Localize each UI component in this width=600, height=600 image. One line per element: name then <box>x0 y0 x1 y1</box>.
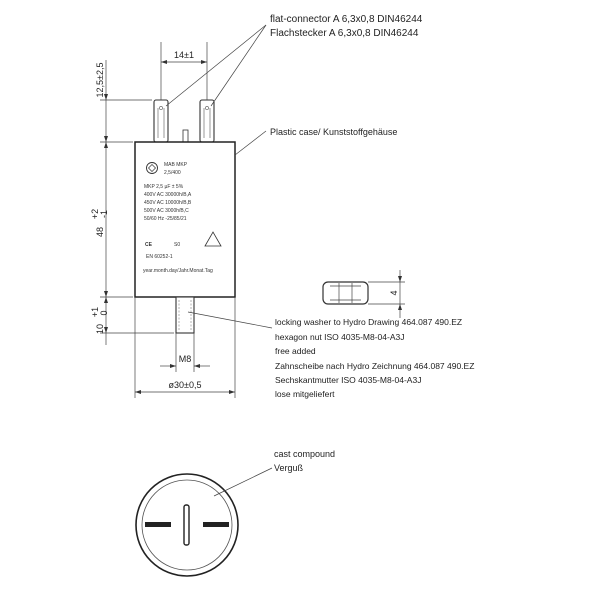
callout-nut-de-2: Sechskantmutter ISO 4035-M8-04-A3J <box>275 375 421 385</box>
approval-triangle-icon <box>204 231 222 247</box>
top-terminal-left <box>145 522 171 527</box>
dim-terminal-height: 12,5±2,5 <box>95 60 152 143</box>
ce-mark: CE <box>145 242 153 248</box>
leader-stud <box>187 311 273 329</box>
leader-connector-left <box>165 24 267 107</box>
dim-terminal-spacing: 14±1 <box>160 42 208 100</box>
plastic-case-body <box>134 141 236 298</box>
hex-nut-detail: 4 <box>322 270 405 318</box>
dim-stud-length: 10 +1 0 <box>90 297 174 345</box>
case-line-5: 50/60 Hz -25/85/21 <box>144 216 187 222</box>
case-line-1: MKP 2,5 µF ± 5% <box>144 184 184 190</box>
dim-thread: M8 <box>160 333 210 372</box>
dim-body-height-label: 48 <box>95 227 105 237</box>
brand-logo-icon <box>146 162 158 174</box>
leader-connector-right <box>210 24 267 107</box>
case-marking: MAB MKP 2,5/400 MKP 2,5 µF ± 5% 400V AC … <box>143 162 222 274</box>
standard-mark: EN 60252-1 <box>146 254 173 260</box>
callout-cast-de: Verguß <box>274 463 304 473</box>
dim-terminal-height-label: 12,5±2,5 <box>95 63 105 98</box>
threaded-stud <box>175 296 195 334</box>
case-rating: 2,5/400 <box>164 170 181 176</box>
side-view: MAB MKP 2,5/400 MKP 2,5 µF ± 5% 400V AC … <box>90 24 273 398</box>
dim-thread-label: M8 <box>179 354 192 364</box>
date-mark: year.month.day/Jahr.Monat.Tag <box>143 268 213 274</box>
dim-body-height-tol-lower: -1 <box>99 210 109 218</box>
dim-diameter: ø30±0,5 <box>134 297 236 398</box>
top-terminal-right <box>203 522 229 527</box>
dim-body-height: 48 +2 -1 <box>90 142 133 298</box>
case-line-2: 400V AC 30000h/B,A <box>144 192 192 198</box>
flat-connector-right <box>199 99 215 143</box>
dim-terminal-spacing-label: 14±1 <box>174 50 194 60</box>
case-line-3: 450V AC 10000h/B,B <box>144 200 192 206</box>
callout-plastic-case: Plastic case/ Kunststoffgehäuse <box>270 127 397 137</box>
dim-diameter-label: ø30±0,5 <box>169 380 202 390</box>
dim-stud-length-tol-upper: +1 <box>90 307 100 317</box>
callout-nut-de-1: Zahnscheibe nach Hydro Zeichnung 464.087… <box>275 361 474 371</box>
top-view <box>135 467 273 577</box>
leader-cast-compound <box>213 467 273 497</box>
callout-nut-en-2: hexagon nut ISO 4035-M8-04-A3J <box>275 332 404 342</box>
flat-connector-left <box>153 99 169 143</box>
s0-mark: S0 <box>174 242 180 248</box>
case-brand: MAB MKP <box>164 162 188 168</box>
case-line-4: 500V AC 3000h/B,C <box>144 208 189 214</box>
center-pin <box>182 129 189 143</box>
callout-flat-connector-en: flat-connector A 6,3x0,8 DIN46244 <box>270 14 423 25</box>
callout-nut-en-1: locking washer to Hydro Drawing 464.087 … <box>275 317 462 327</box>
callout-cast-en: cast compound <box>274 449 335 459</box>
dim-nut-height-label: 4 <box>389 290 399 295</box>
dim-stud-length-label: 10 <box>95 324 105 334</box>
callout-nut-de-3: lose mitgeliefert <box>275 389 335 399</box>
leader-plastic-case <box>234 130 267 156</box>
callout-flat-connector-de: Flachstecker A 6,3x0,8 DIN46244 <box>270 28 419 39</box>
dim-stud-length-tol-lower: 0 <box>99 310 109 315</box>
callout-nut-en-3: free added <box>275 346 316 356</box>
dim-body-height-tol-upper: +2 <box>90 209 100 219</box>
top-center-pin <box>183 504 190 546</box>
